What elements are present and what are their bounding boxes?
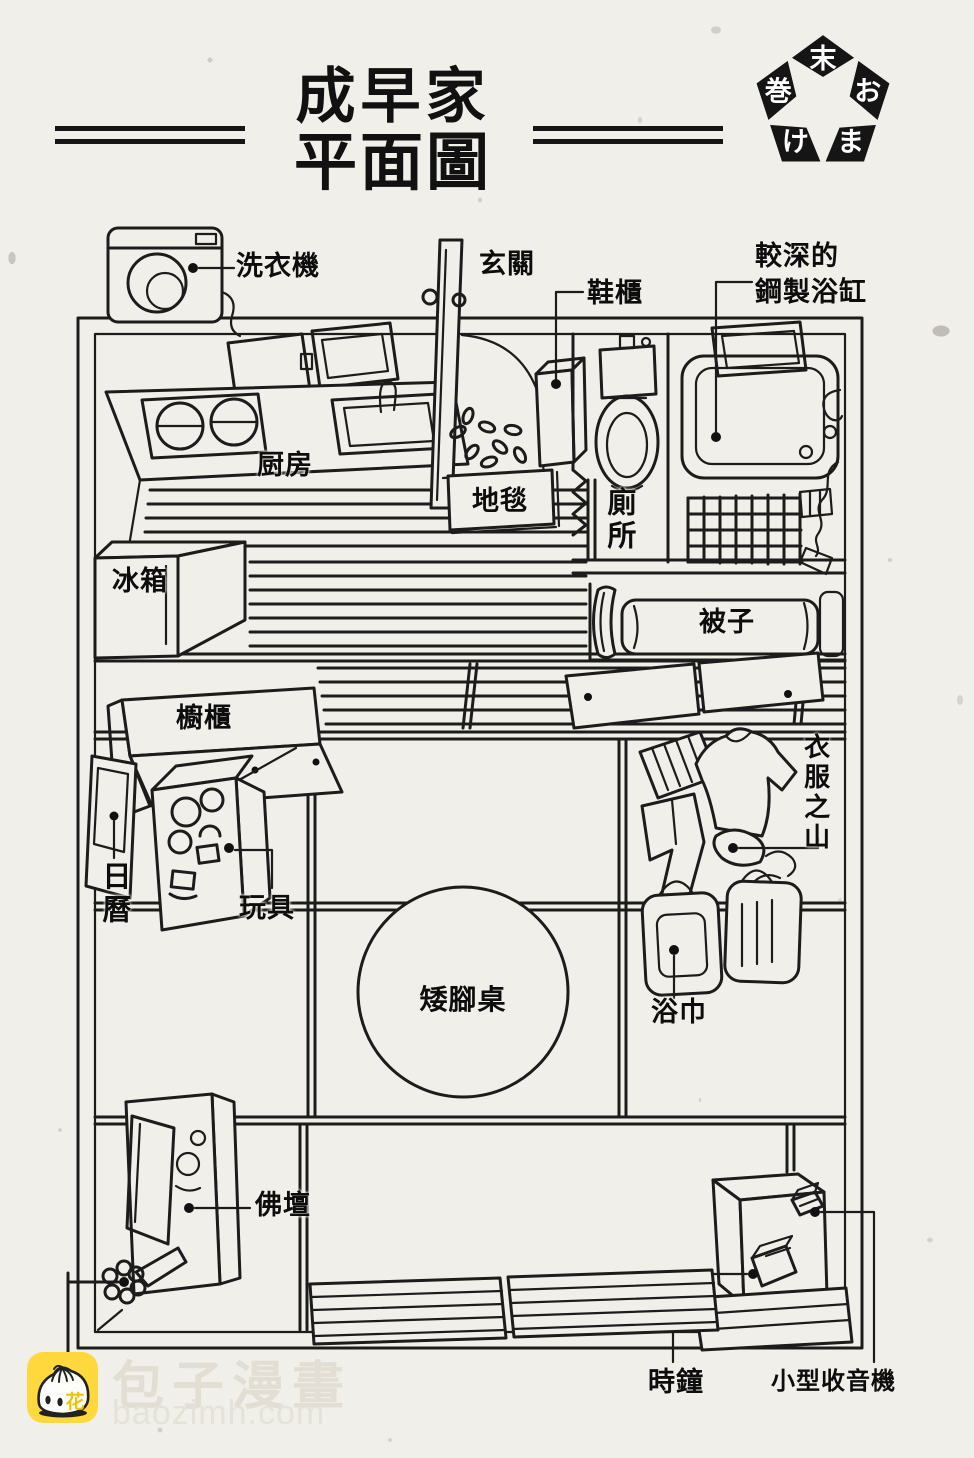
label-fridge: 冰箱 <box>112 566 168 596</box>
closet-doors-drawing <box>564 651 825 730</box>
label-washing-machine: 洗衣機 <box>236 251 320 281</box>
page-title-floorplan: 平面圖 <box>294 128 492 198</box>
label-toilet: 廁所 <box>602 487 635 553</box>
title-rule-right-bottom <box>533 139 723 144</box>
title-rule-right-top <box>533 126 723 131</box>
fridge-drawing <box>93 540 247 660</box>
toilet-drawing <box>594 334 660 493</box>
badge-char-top: 末 <box>810 44 837 74</box>
title-rule-left-bottom <box>55 139 245 144</box>
label-cupboard: 櫥櫃 <box>176 703 232 733</box>
kitchen-drawing <box>104 321 470 542</box>
badge-char-right: お <box>854 77 881 107</box>
label-calendar: 日曆 <box>97 861 130 927</box>
baozi-logo-char: 花 <box>65 1390 84 1413</box>
label-low-table: 矮腳桌 <box>419 984 507 1015</box>
label-bath-towel: 浴巾 <box>651 997 707 1027</box>
altar-drawing <box>124 1092 252 1296</box>
label-entrance: 玄關 <box>479 249 535 279</box>
badge-char-left: 巻 <box>764 77 792 107</box>
badge-char-bottom-left: け <box>782 127 809 157</box>
label-quilt: 被子 <box>699 607 755 637</box>
label-bathtub-line2: 鋼製浴缸 <box>755 277 867 308</box>
label-kitchen: 厨房 <box>257 450 313 480</box>
label-toys: 玩具 <box>239 893 295 923</box>
label-carpet: 地毯 <box>472 486 528 516</box>
label-clock: 時鐘 <box>648 1367 704 1397</box>
radio-table-drawing <box>671 1172 876 1364</box>
label-bathtub-line1: 較深的 <box>755 241 839 271</box>
watermark-site-url: baozimh.com <box>112 1394 326 1432</box>
baozi-logo-icon: 花 <box>27 1352 98 1423</box>
label-bathtub: 較深的 鋼製浴缸 <box>755 238 867 311</box>
entrance-drawing <box>421 238 548 510</box>
label-shoe-cabinet: 鞋櫃 <box>587 278 643 308</box>
veranda-drawing <box>308 1268 720 1346</box>
bathroom-drawing <box>680 280 844 576</box>
washing-machine-drawing <box>106 226 242 338</box>
label-radio: 小型收音機 <box>771 1368 896 1395</box>
label-altar: 佛壇 <box>255 1190 311 1220</box>
badge-char-bottom-right: ま <box>837 127 864 157</box>
title-rule-left-top <box>55 126 245 131</box>
clothes-pile-drawing <box>638 727 820 910</box>
label-clothes-mountain: 衣服之山 <box>800 733 831 853</box>
volume-end-bonus-badge: 末 お ま け 巻 <box>752 30 894 165</box>
